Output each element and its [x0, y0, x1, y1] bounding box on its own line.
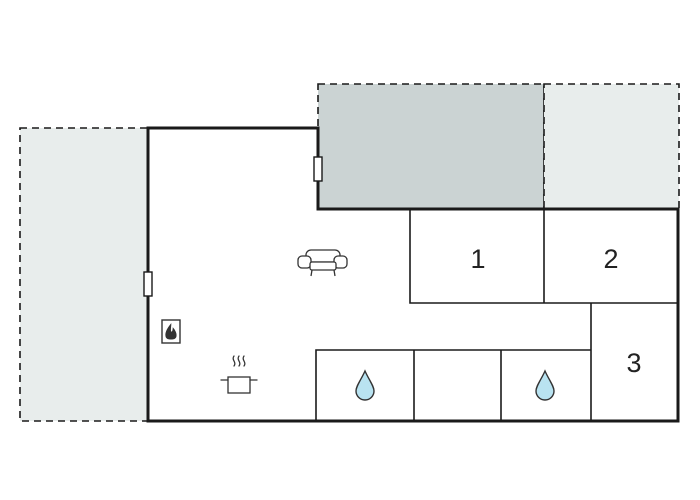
- room-label-3: 3: [626, 348, 641, 378]
- window-left: [143, 271, 153, 297]
- room-label-1: 1: [470, 244, 485, 274]
- fireplace-icon: [161, 319, 181, 344]
- sofa-icon: [297, 249, 348, 277]
- window-top: [313, 156, 323, 182]
- covered-terrace-top: [317, 83, 545, 210]
- exterior-wall: [146, 126, 680, 423]
- terrace-top-right: [543, 83, 680, 210]
- water-drop-icon: [355, 369, 375, 401]
- interior-walls: [315, 209, 678, 421]
- room-label-2: 2: [603, 244, 618, 274]
- terrace-left: [19, 127, 149, 422]
- cooking-pot-icon: [220, 355, 258, 394]
- water-drop-icon: [535, 369, 555, 401]
